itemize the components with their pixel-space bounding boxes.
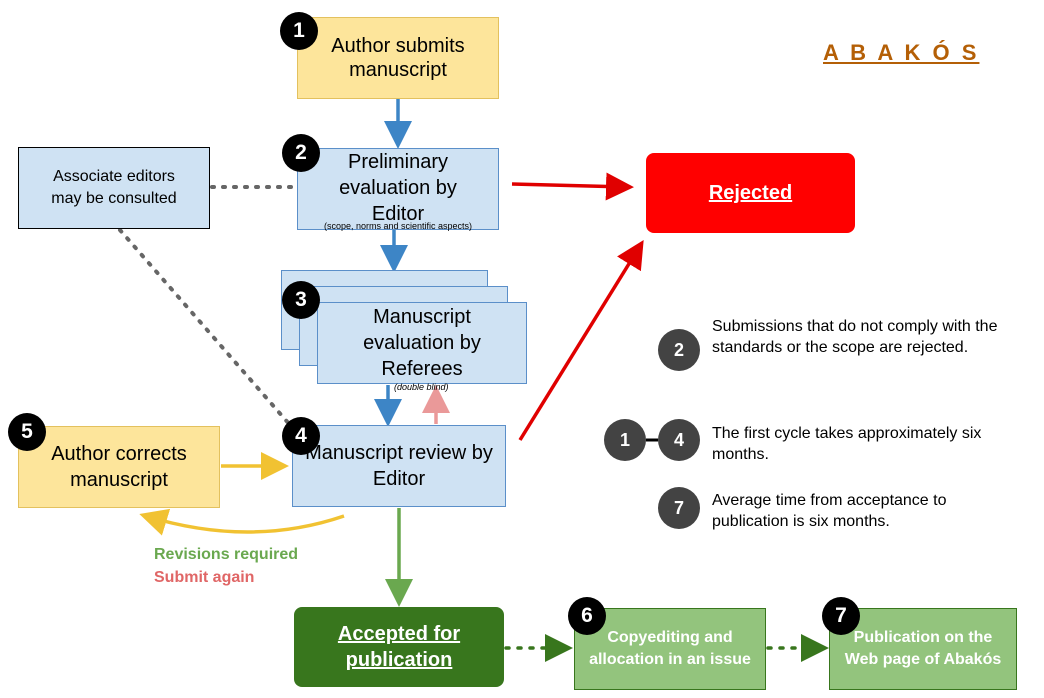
legend-badge-2: 2	[658, 329, 700, 371]
step-2-note: (scope, norms and scientific aspects)	[323, 221, 473, 231]
step-6-badge: 6	[568, 597, 606, 635]
step-1-badge: 1	[280, 12, 318, 50]
step-7-label: Publication on the Web page of Abakós	[844, 629, 1002, 668]
arrow-revisions	[139, 508, 345, 536]
abakos-logo: A B A K Ó S	[823, 40, 980, 65]
revisions-required-label: Revisions required	[154, 546, 299, 563]
step-author-corrects: Author corrects manuscript	[18, 426, 220, 508]
arrow-2-to-rejected	[511, 172, 634, 201]
step-web-publication: Publication on the Web page of Abakós	[829, 608, 1017, 690]
step-2-badge: 2	[282, 134, 320, 172]
arrow-4-to-rejected	[518, 240, 644, 441]
step-1-label: Author submits manuscript	[331, 35, 465, 81]
step-preliminary-evaluation: Preliminary evaluation by Editor	[297, 148, 499, 230]
rejected-box: Rejected	[646, 153, 855, 233]
step-3-label: Manuscript evaluation by Referees	[363, 306, 481, 380]
step-7-badge: 7	[822, 597, 860, 635]
step-4-badge: 4	[282, 417, 320, 455]
legend-cycle-note: The first cycle takes approximately six …	[712, 425, 982, 463]
legend-badge-4: 4	[658, 419, 700, 461]
legend-badge-7: 7	[658, 487, 700, 529]
step-author-submits: Author submits manuscript	[297, 17, 499, 99]
step-3-note: (double blind)	[394, 382, 449, 392]
associate-editors-label: Associate editors may be consulted	[51, 167, 177, 207]
step-5-badge: 5	[8, 413, 46, 451]
rejected-label: Rejected	[708, 182, 793, 204]
legend-badge-1: 1	[604, 419, 646, 461]
step-2-label: Preliminary evaluation by Editor	[339, 151, 457, 225]
dotted-associate-to-4	[118, 228, 292, 427]
legend-rejection-note: Submissions that do not comply with the …	[712, 318, 998, 356]
accepted-label: Accepted for publication	[337, 623, 461, 671]
step-5-label: Author corrects manuscript	[51, 443, 187, 491]
legend-publication-note: Average time from acceptance to publicat…	[712, 492, 947, 530]
accepted-box: Accepted for publication	[294, 607, 504, 687]
submit-again-label: Submit again	[154, 569, 255, 586]
step-4-label: Manuscript review by Editor	[305, 442, 493, 490]
step-6-label: Copyediting and allocation in an issue	[589, 629, 751, 668]
step-copyediting: Copyediting and allocation in an issue	[574, 608, 766, 690]
step-3-badge: 3	[282, 281, 320, 319]
step-editor-review: Manuscript review by Editor	[292, 425, 506, 507]
associate-editors-box: Associate editors may be consulted	[18, 147, 210, 229]
step-referee-evaluation: Manuscript evaluation by Referees	[317, 302, 527, 384]
